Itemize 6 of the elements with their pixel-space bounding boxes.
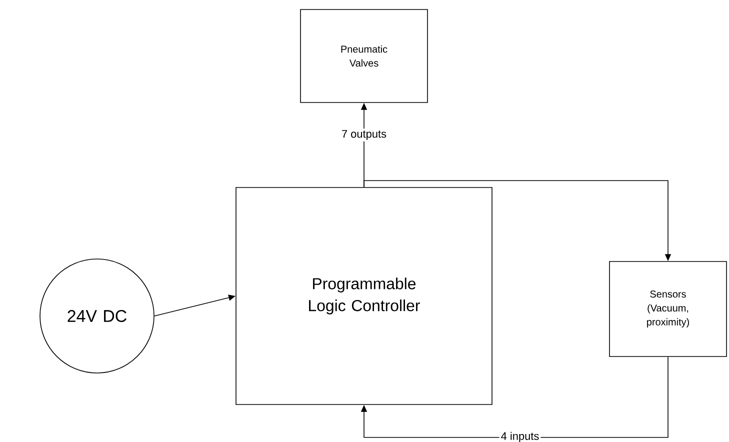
edge-label: 4 inputs (499, 430, 541, 442)
edge-label: 7 outputs (340, 128, 388, 142)
arrow (360, 356, 668, 438)
process-box: Sensors (Vacuum, proximity) (609, 261, 727, 357)
process-box: Pneumatic Valves (300, 9, 428, 103)
process-box: Programmable Logic Controller (236, 187, 492, 405)
